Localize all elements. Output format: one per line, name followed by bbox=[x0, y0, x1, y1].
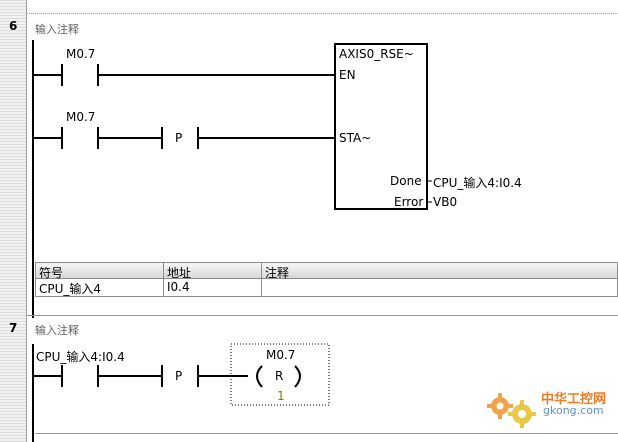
watermark-url: gkong.com bbox=[543, 404, 604, 417]
network-6-p-label: P bbox=[175, 131, 183, 145]
network-7-comment[interactable]: 输入注释 bbox=[35, 324, 79, 337]
gear-icon bbox=[487, 393, 513, 419]
done-output-operand[interactable]: CPU_输入4:I0.4 bbox=[433, 176, 522, 190]
network-7-power-rail bbox=[32, 344, 34, 442]
network-6-contact-1-address: M0.7 bbox=[66, 47, 96, 61]
network-6-power-rail bbox=[32, 40, 34, 318]
network-6-positive-edge[interactable] bbox=[161, 127, 335, 149]
address-cell[interactable]: I0.4 bbox=[163, 279, 261, 296]
network-6-comment[interactable]: 输入注释 bbox=[35, 23, 79, 36]
reset-coil-selection[interactable] bbox=[230, 343, 330, 406]
network-6-contact-1[interactable] bbox=[34, 64, 335, 86]
axis-function-box[interactable] bbox=[334, 43, 428, 210]
network-7-contact-address: CPU_输入4:I0.4 bbox=[36, 350, 125, 364]
network-number-gutter bbox=[0, 0, 27, 442]
network-6-top-separator bbox=[27, 13, 618, 14]
network-7-positive-edge[interactable] bbox=[161, 365, 248, 387]
coil-address: M0.7 bbox=[266, 348, 296, 362]
axis-box-done-pin: Done bbox=[390, 174, 422, 188]
axis-box-sta-pin: STA~ bbox=[339, 131, 372, 145]
network-7-contact[interactable] bbox=[34, 365, 161, 387]
network-7-number[interactable]: 7 bbox=[9, 321, 18, 335]
symbol-cell[interactable]: CPU_输入4 bbox=[39, 282, 102, 296]
network-6-number[interactable]: 6 bbox=[9, 19, 18, 33]
header-address[interactable]: 地址 bbox=[163, 263, 261, 280]
table-row[interactable]: CPU_输入4 I0.4 bbox=[35, 279, 618, 297]
gkong-watermark-logo bbox=[487, 393, 536, 428]
network-7-table-edge bbox=[35, 433, 618, 434]
comment-cell[interactable] bbox=[261, 279, 617, 296]
network-6-contact-2-address: M0.7 bbox=[66, 110, 96, 124]
watermark-text: 中华工控网 bbox=[541, 392, 607, 407]
error-output-operand[interactable]: VB0 bbox=[433, 195, 458, 209]
header-symbol[interactable]: 符号 bbox=[39, 266, 64, 280]
network-7-separator bbox=[27, 315, 618, 316]
coil-type: R bbox=[275, 369, 284, 383]
axis-box-title: AXIS0_RSE~ bbox=[339, 47, 414, 61]
reset-coil[interactable] bbox=[256, 365, 301, 388]
network-6-contact-2[interactable] bbox=[34, 127, 161, 149]
axis-box-error-pin: Error bbox=[394, 195, 424, 209]
axis-box-en-pin: EN bbox=[339, 68, 356, 82]
header-comment[interactable]: 注释 bbox=[261, 263, 617, 280]
symbol-table-header: 符号 地址 注释 bbox=[35, 262, 618, 280]
gear-icon bbox=[508, 400, 536, 428]
network-7-p-label: P bbox=[175, 369, 183, 383]
coil-count: 1 bbox=[277, 389, 285, 403]
